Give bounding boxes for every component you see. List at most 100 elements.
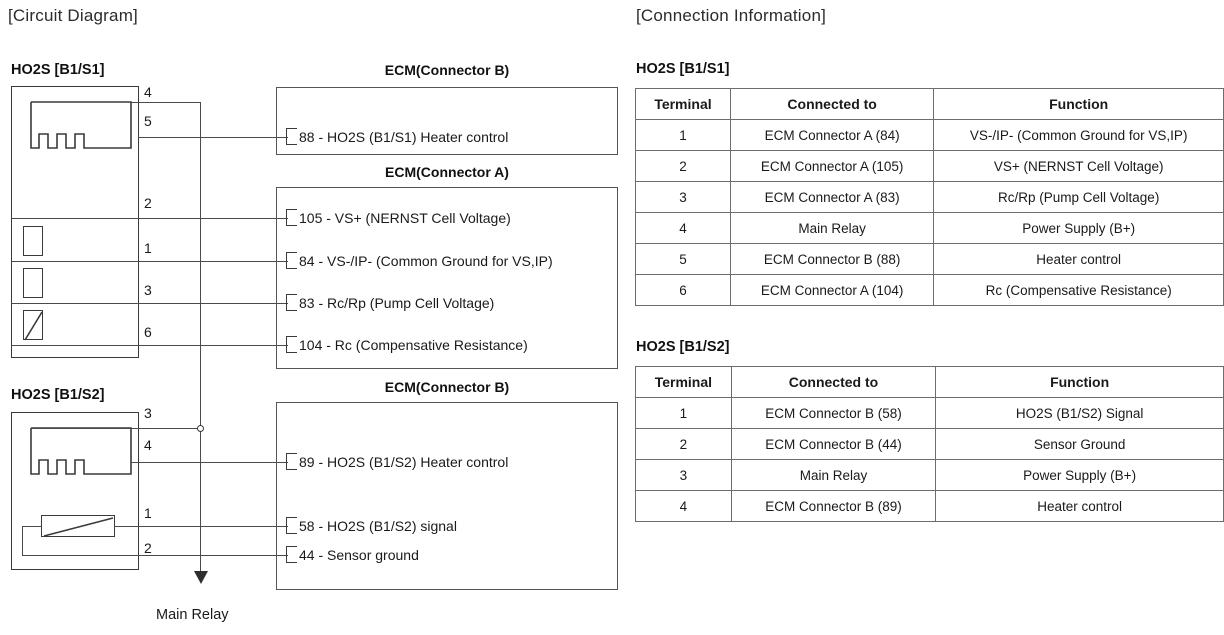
connection-table-s2: Terminal Connected to Function 1 ECM Con… [635,366,1224,522]
table-row: 2 ECM Connector A (105) VS+ (NERNST Cell… [635,150,1224,182]
ecm-b-bottom-pin-89: 89 - HO2S (B1/S2) Heater control [286,453,508,470]
table1-r3-terminal: 3 [635,181,731,213]
table2-r3-connected: Main Relay [730,459,937,491]
table2-col-connected-to: Connected to [730,366,937,398]
table1-r3-connected: ECM Connector A (83) [729,181,935,213]
ecm-a-pin-84: 84 - VS-/IP- (Common Ground for VS,IP) [286,252,553,269]
table2-r2-connected: ECM Connector B (44) [730,428,937,460]
main-relay-label: Main Relay [156,607,229,623]
sensor1-wire-pin1 [11,261,139,263]
wire-sensor2-pin3-to-bus [31,428,201,430]
sensor2-wire-left-down [22,526,24,556]
sensor2-pin-1: 1 [144,505,152,521]
sensor2-pin-2: 2 [144,540,152,556]
wire-sensor1-pin5-to-ecmb-88 [138,137,288,139]
sensor1-heater-coil-icon [30,101,132,149]
connection-information-heading: [Connection Information] [636,6,827,25]
ecm-a-title: ECM(Connector A) [385,164,509,180]
ecm-a-pin-83: 83 - Rc/Rp (Pump Cell Voltage) [286,294,494,311]
sensor1-pin-5: 5 [144,113,152,129]
table-row: 1 ECM Connector A (84) VS-/IP- (Common G… [635,119,1224,151]
ecm-b-bottom-title: ECM(Connector B) [384,379,510,395]
table-row: 6 ECM Connector A (104) Rc (Compensative… [635,274,1224,306]
sensor1-pin-4: 4 [144,84,152,100]
sensor2-pin-4: 4 [144,437,152,453]
ecm-a-pin-83-label: 83 - Rc/Rp (Pump Cell Voltage) [299,294,495,311]
table2-caption: HO2S [B1/S2] [636,339,730,355]
table2-col-terminal: Terminal [635,366,732,398]
connection-table-s1: Terminal Connected to Function 1 ECM Con… [635,88,1224,306]
ecm-b-bottom-pin-44: 44 - Sensor ground [286,546,419,563]
sensor2-pin-3: 3 [144,405,152,421]
terminal-bracket-icon [286,209,297,226]
ecm-b-bottom-pin-58-label: 58 - HO2S (B1/S2) signal [299,517,457,534]
table1-caption: HO2S [B1/S1] [636,61,730,77]
ecm-b-top-pin-88-label: 88 - HO2S (B1/S1) Heater control [299,128,509,145]
table1-r4-connected: Main Relay [729,212,935,244]
ecm-b-bottom-pin-44-label: 44 - Sensor ground [299,546,419,563]
wire-sensor1-pin3-to-ecma-83 [138,303,288,305]
sensor1-pin-1: 1 [144,240,152,256]
ecm-a-pin-104-label: 104 - Rc (Compensative Resistance) [299,336,528,353]
ecm-b-bottom-pin-58: 58 - HO2S (B1/S2) signal [286,517,457,534]
ecm-b-top-title: ECM(Connector B) [384,62,510,78]
table1-col-function: Function [933,88,1224,120]
terminal-bracket-icon [286,252,297,269]
sensor1-pump-cell-icon [23,268,43,298]
sensor1-title: HO2S [B1/S1] [11,62,105,78]
sensor1-vs-cell-icon [23,226,43,256]
ecm-b-bottom-pin-89-label: 89 - HO2S (B1/S2) Heater control [299,453,509,470]
sensor2-title: HO2S [B1/S2] [11,387,105,403]
ecm-a-pin-104: 104 - Rc (Compensative Resistance) [286,336,528,353]
table2-r3-terminal: 3 [635,459,732,491]
table2-r3-function: Power Supply (B+) [935,459,1224,491]
table2-r2-terminal: 2 [635,428,732,460]
table1-col-terminal: Terminal [635,88,731,120]
table1-header-row: Terminal Connected to Function [635,88,1224,120]
table2-header-row: Terminal Connected to Function [635,366,1224,398]
sensor2-signal-element-slash-icon [43,517,114,537]
wire-sensor2-pin4-to-ecmb-89 [131,462,288,464]
sensor1-rc-resistor-icon [23,310,43,340]
table1-r5-connected: ECM Connector B (88) [729,243,935,275]
table-row: 2 ECM Connector B (44) Sensor Ground [635,428,1224,460]
sensor1-wire-pin2 [11,218,139,220]
wire-sensor1-pin6-to-ecma-104 [138,345,288,347]
table-row: 4 Main Relay Power Supply (B+) [635,212,1224,244]
table2-r4-connected: ECM Connector B (89) [730,490,937,522]
table2-col-function: Function [935,366,1224,398]
table2-r2-function: Sensor Ground [935,428,1224,460]
table-row: 3 Main Relay Power Supply (B+) [635,459,1224,491]
terminal-bracket-icon [286,546,297,563]
sensor1-pin-6: 6 [144,324,152,340]
circuit-diagram-heading: [Circuit Diagram] [8,6,138,25]
sensor1-wire-pin6 [11,345,139,347]
ecm-a-pin-105-label: 105 - VS+ (NERNST Cell Voltage) [299,209,511,226]
wire-sensor2-pin1-to-ecmb-58 [138,526,288,528]
terminal-bracket-icon [286,453,297,470]
wire-sensor1-pin4-to-bus [131,102,201,104]
table2-r1-function: HO2S (B1/S2) Signal [935,397,1224,429]
sensor1-pin-2: 2 [144,195,152,211]
wire-sensor1-pin1-to-ecma-84 [138,261,288,263]
ecm-a-pin-84-label: 84 - VS-/IP- (Common Ground for VS,IP) [299,252,553,269]
table2-r4-function: Heater control [935,490,1224,522]
main-relay-power-bus-wire [200,102,202,572]
terminal-bracket-icon [286,517,297,534]
table1-r2-function: VS+ (NERNST Cell Voltage) [933,150,1224,182]
ecm-b-bottom-box [276,402,618,590]
main-relay-arrow-icon [194,571,208,584]
table1-r2-terminal: 2 [635,150,731,182]
sensor2-wire-left-stub [22,526,42,528]
terminal-bracket-icon [286,336,297,353]
table1-col-connected-to: Connected to [729,88,935,120]
terminal-bracket-icon [286,128,297,145]
terminal-bracket-icon [286,294,297,311]
wire-sensor1-pin2-to-ecma-105 [138,218,288,220]
table1-r1-connected: ECM Connector A (84) [729,119,935,151]
sensor1-pin-3: 3 [144,282,152,298]
table-row: 1 ECM Connector B (58) HO2S (B1/S2) Sign… [635,397,1224,429]
table1-r5-terminal: 5 [635,243,731,275]
sensor2-outer-box [11,412,139,570]
table2-r1-connected: ECM Connector B (58) [730,397,937,429]
